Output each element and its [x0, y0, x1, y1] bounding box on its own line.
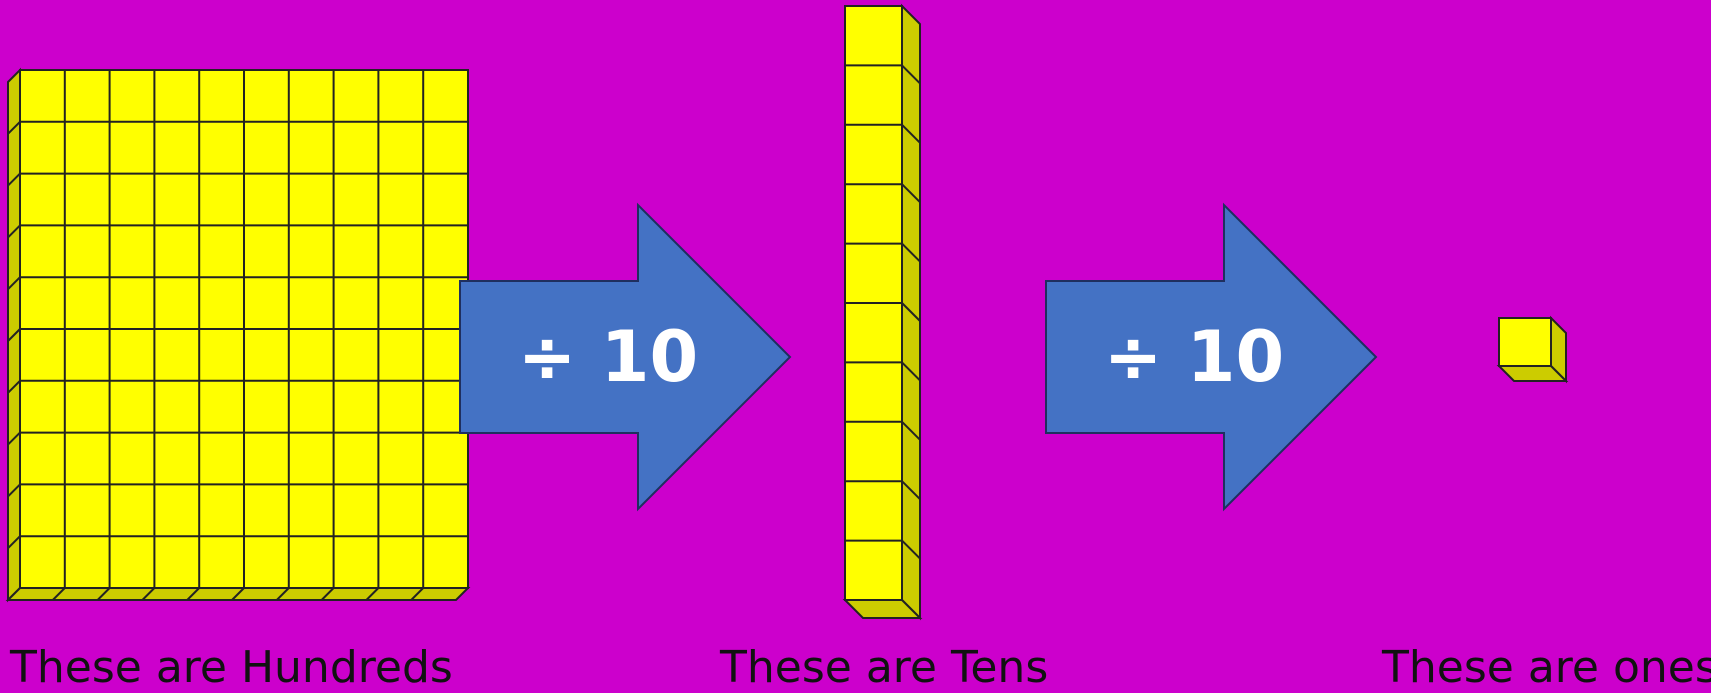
- arrow-label: ÷ 10: [1104, 316, 1284, 398]
- side-edge-notch: [7, 276, 21, 290]
- caption-tens: These are Tens: [720, 642, 1049, 693]
- side-edge-notch: [7, 172, 21, 187]
- side-edge-notch: [7, 483, 21, 498]
- side-edge-notch: [901, 361, 921, 382]
- bottom-edge-notch: [186, 587, 200, 601]
- side-edge-notch: [901, 302, 921, 322]
- divide-arrow-1: ÷ 10: [459, 202, 792, 512]
- arrow-label: ÷ 10: [518, 316, 698, 398]
- bottom-edge-notch: [276, 587, 290, 601]
- tens-grid: [845, 64, 921, 560]
- ones-cube: [1496, 315, 1569, 384]
- arrow-shape: [459, 202, 792, 512]
- hundreds-flat: [5, 67, 471, 603]
- caption-ones: These are ones: [1382, 642, 1711, 693]
- side-edge-notch: [901, 242, 921, 263]
- side-edge-notch: [7, 380, 21, 394]
- side-edge-notch: [7, 535, 21, 549]
- divide-arrow-2: ÷ 10: [1045, 202, 1378, 512]
- side-edge-notch: [901, 183, 921, 203]
- arrow-shape: [1045, 202, 1378, 512]
- side-edge-notch: [7, 431, 21, 446]
- hundreds-grid: [7, 70, 468, 601]
- bottom-edge-notch: [410, 587, 424, 601]
- side-edge-notch: [901, 421, 921, 441]
- bottom-edge-notch: [141, 587, 156, 601]
- side-edge-notch: [901, 124, 921, 144]
- side-edge-notch: [901, 480, 921, 500]
- bottom-edge-notch: [96, 587, 111, 601]
- side-edge-notch: [7, 224, 21, 239]
- bottom-edge-notch: [320, 587, 335, 601]
- side-edge-notch: [901, 64, 921, 85]
- side-edge-notch: [7, 121, 21, 135]
- ones-cube-face: [1498, 317, 1552, 367]
- bottom-edge-notch: [52, 587, 66, 601]
- bottom-edge-notch: [365, 587, 380, 601]
- bottom-edge-notch: [231, 587, 245, 601]
- caption-hundreds: These are Hundreds: [10, 642, 453, 693]
- tens-rod: [842, 3, 923, 621]
- side-edge-notch: [7, 328, 21, 342]
- side-edge-notch: [901, 539, 921, 560]
